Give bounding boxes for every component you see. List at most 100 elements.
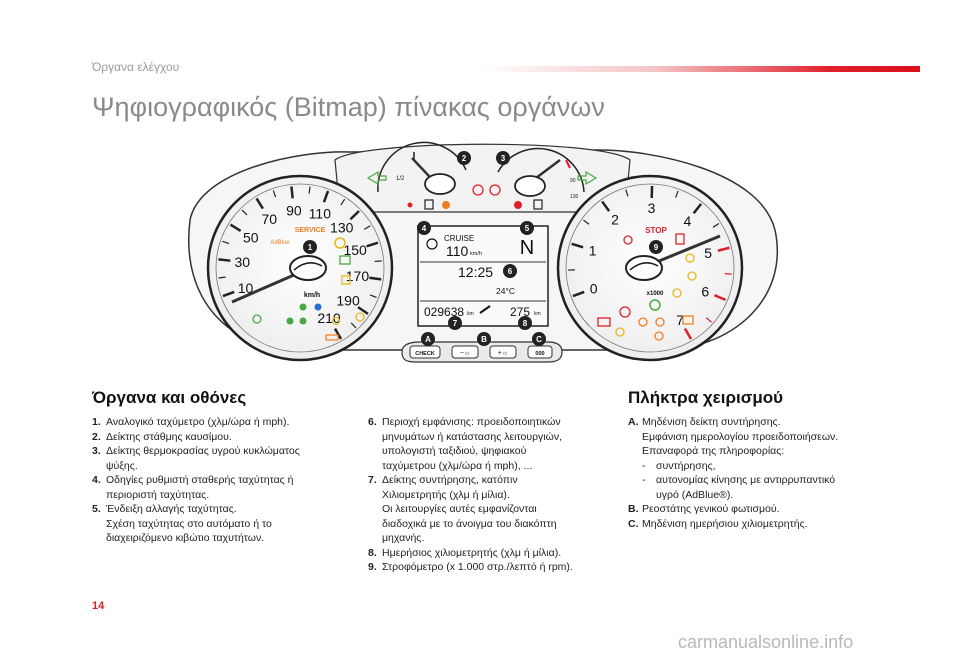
dial-tick	[724, 273, 732, 275]
list-item: 2.Δείκτης στάθμης καυσίμου.	[92, 430, 362, 445]
range-value: 275	[510, 305, 530, 319]
seatbelt-right-icon	[489, 184, 501, 196]
coolant-temp-icon	[533, 199, 543, 210]
auto-stop-icon	[649, 299, 661, 311]
range-unit: km	[534, 311, 541, 317]
coolant-icon	[675, 233, 685, 245]
item-text: Οι λειτουργίες αυτές εμφανίζονται	[382, 503, 537, 515]
dial-tick	[571, 242, 584, 249]
dial-tick	[369, 276, 382, 281]
esp-off-icon	[682, 315, 694, 325]
dial-tick	[374, 260, 382, 263]
cruise-icon	[426, 238, 438, 250]
dial-label: 0	[590, 281, 598, 297]
control-item-b: B. Ρεοστάτης γενικού φωτισμού.	[628, 503, 780, 515]
callout-badge	[457, 151, 471, 165]
item-text: Περιοχή εμφάνισης: προειδοποιητικών	[382, 416, 561, 428]
parking-icon	[355, 312, 365, 322]
passenger-icon	[654, 331, 664, 341]
dial-tick	[255, 197, 264, 210]
svg-text:CHECK: CHECK	[415, 351, 435, 357]
svg-text:000: 000	[535, 351, 544, 357]
callout-badge	[532, 332, 546, 346]
dial-tick	[357, 306, 369, 315]
dial-tick	[241, 209, 248, 216]
adblue-label: AdBlue	[270, 240, 290, 246]
item-text: ταχύμετρου (χλμ/ώρα ή mph), ...	[382, 459, 533, 472]
dial-tick	[583, 219, 590, 225]
light-green-icon	[299, 303, 307, 311]
callout-label: B	[481, 335, 487, 344]
temp-mid: 90	[570, 178, 576, 184]
item-text: Σχέση ταχύτητας στο αυτόματο ή το	[106, 517, 272, 530]
temp-warning-dot	[514, 201, 522, 209]
wrench-icon	[479, 305, 491, 314]
dial-tick	[340, 198, 346, 206]
dial-tick	[572, 290, 585, 298]
dial-label: 6	[701, 283, 709, 299]
dial-tick	[349, 210, 360, 221]
clock-display: 12:25	[458, 264, 493, 280]
controls-list: A. Μηδένιση δείκτη συντήρησης. Εμφάνιση …	[628, 415, 883, 531]
dial-label: 7	[676, 312, 684, 328]
dial-label: 30	[235, 254, 251, 270]
speedo-unit: km/h	[304, 292, 320, 299]
item-number: 1.	[92, 416, 101, 428]
dial-label: 10	[238, 280, 254, 296]
dim-minus-button	[451, 345, 479, 359]
outside-temp: 24°C	[496, 286, 515, 296]
tacho-unit: x1000	[647, 291, 664, 297]
callout-badge	[421, 332, 435, 346]
cruise-speed: 110	[446, 243, 469, 259]
item-text: Αναλογικό ταχύμετρο (χλμ/ώρα ή mph).	[106, 416, 290, 428]
callout-label: 3	[501, 154, 506, 163]
item-number: 3.	[92, 445, 101, 457]
callout-label: 5	[525, 224, 530, 233]
callout-label: A	[425, 335, 431, 344]
item-number: 9.	[368, 561, 377, 573]
dial-label: 150	[343, 242, 367, 258]
item-text: υπολογιστή ταξιδιού, ψηφιακού	[382, 445, 527, 457]
list-item: 5.Ένδειξη αλλαγής ταχύτητας.Σχέση ταχύτη…	[92, 502, 362, 546]
list-item: 8. Ημερήσιος χιλιομετρητής (χλμ ή μίλια).	[368, 546, 613, 561]
callout-badge	[417, 221, 431, 235]
dial-tick	[222, 290, 235, 298]
item-number: 8.	[368, 546, 377, 559]
oil-pressure-icon	[623, 235, 633, 245]
dial-tick	[333, 327, 343, 340]
dial-tick	[218, 276, 226, 279]
control-buttons: CHECK −☼ +☼ 000	[401, 341, 563, 363]
trip-reset-button	[527, 345, 553, 359]
airbag-warning-icon	[341, 275, 351, 285]
dial-label: 4	[684, 213, 692, 229]
item-text: Δείκτης στάθμης καυσίμου.	[106, 430, 232, 443]
item-text: Ένδειξη αλλαγής ταχύτητας.	[106, 503, 237, 515]
dial-tick	[717, 246, 730, 252]
cruise-label: CRUISE	[444, 234, 474, 243]
callout-label: 7	[453, 319, 458, 328]
park-brake-icon	[325, 334, 339, 341]
item-text: Χιλιομετρητής (χλμ ή μίλια).	[382, 488, 510, 501]
callout-label: 1	[308, 243, 313, 252]
item-text: Ημερήσιος χιλιομετρητής (χλμ ή μίλια).	[382, 546, 562, 559]
check-button	[409, 345, 441, 359]
callout-label: C	[536, 335, 542, 344]
page-number: 14	[92, 600, 105, 612]
child-lock-icon	[252, 314, 262, 324]
fuel-low-dot	[442, 201, 450, 209]
callout-badge	[477, 332, 491, 346]
item-text: Δείκτης συντήρησης, κατόπιν	[382, 474, 518, 486]
temp-high: 130	[570, 194, 579, 200]
dial-label: 5	[704, 245, 712, 261]
svg-text:−☼: −☼	[460, 350, 471, 357]
dial-label: 170	[346, 268, 370, 284]
battery-icon	[597, 317, 611, 327]
dial-tick	[601, 200, 611, 212]
turn-right-icon	[577, 170, 598, 186]
gear-indicator: N	[520, 237, 534, 259]
